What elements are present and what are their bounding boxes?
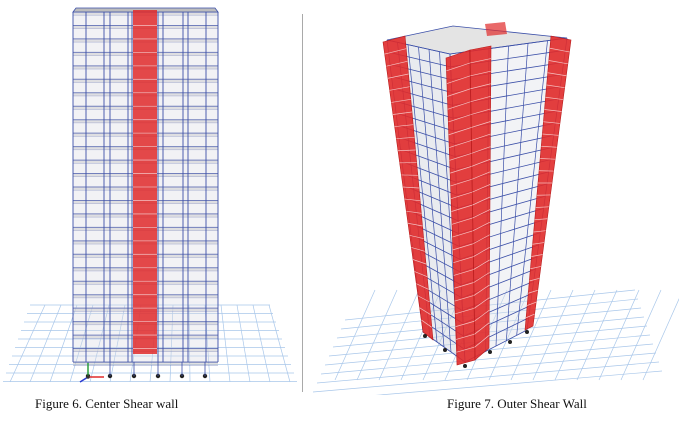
figure-7-caption: Figure 7. Outer Shear Wall xyxy=(447,396,587,411)
figure-6-caption: Figure 6. Center Shear wall xyxy=(35,396,179,411)
outer-shear-wall-model xyxy=(312,22,679,395)
support-points xyxy=(423,330,529,368)
axis-triad-icon xyxy=(79,363,104,383)
ground-grid xyxy=(312,289,679,395)
figure-6-panel: Figure 6. Center Shear wall xyxy=(0,0,300,421)
figure-7-panel: Figure 7. Outer Shear Wall xyxy=(305,0,679,421)
figure-divider xyxy=(302,14,303,392)
outer-shear-walls xyxy=(382,22,572,366)
center-shear-wall-model xyxy=(3,7,297,383)
center-shear-wall xyxy=(133,10,157,354)
